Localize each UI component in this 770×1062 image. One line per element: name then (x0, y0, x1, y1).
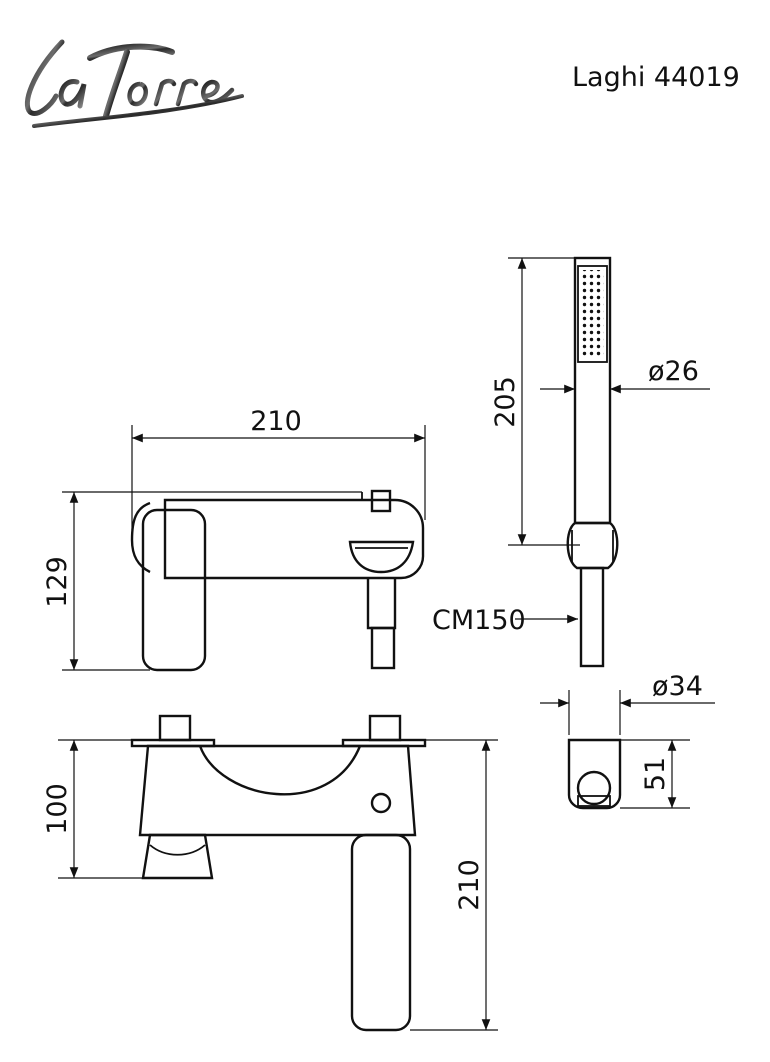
top-diverter-knob (370, 489, 392, 513)
top-body-outline (163, 498, 425, 580)
top-spout-outlet (348, 540, 415, 574)
top-width-label: 210 (250, 406, 302, 437)
handshower-spray-face (577, 265, 608, 363)
holder-body (567, 738, 622, 810)
handshower-holder-edges (571, 530, 614, 562)
front-aerator-circle (370, 792, 392, 814)
spout-height-label: 210 (454, 859, 485, 911)
top-view: 210 129 (42, 406, 426, 672)
holder-knob (576, 770, 612, 806)
latorre-logo (24, 39, 244, 128)
top-hose-connector (366, 578, 397, 630)
front-right-knob (368, 714, 402, 742)
hand-shower-view: 205 ø26 CM150 (432, 256, 710, 668)
front-height-label: 100 (42, 783, 73, 835)
handshower-holder-cone (566, 521, 619, 570)
top-hose-stub (370, 626, 396, 670)
model-name: Laghi 44019 (572, 62, 740, 93)
top-lever-handle (141, 508, 207, 672)
top-body-left-cap (130, 501, 151, 574)
front-body-arch (198, 745, 362, 796)
handshower-hose (579, 566, 605, 668)
wall-holder-view: ø34 51 (540, 671, 715, 810)
holder-base (577, 795, 611, 807)
handshower-diameter-label: ø26 (648, 356, 699, 387)
front-lever-curve (149, 844, 206, 856)
front-left-knob (158, 714, 192, 742)
handshower-nozzles (581, 270, 604, 358)
hose-label: CM150 (432, 605, 526, 636)
front-lever-base (141, 833, 214, 880)
front-body-outline (138, 744, 417, 837)
handshower-length-label: 205 (490, 376, 521, 428)
holder-height-label: 51 (640, 757, 671, 791)
front-view: 100 210 (42, 714, 498, 1032)
holder-diameter-label: ø34 (652, 671, 703, 702)
top-height-label: 129 (42, 556, 73, 608)
front-spout-body (350, 833, 412, 1032)
